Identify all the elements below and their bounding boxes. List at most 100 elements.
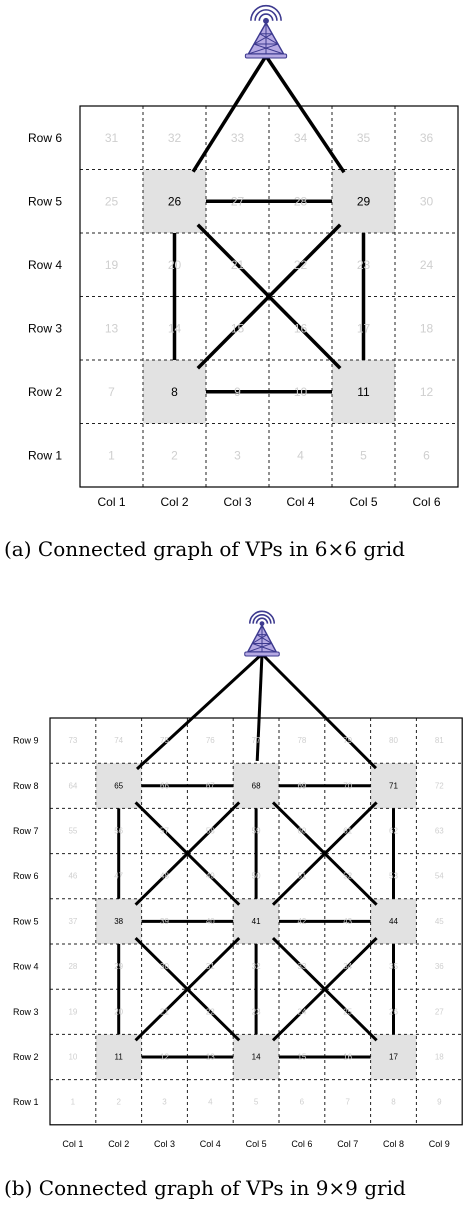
cell-number: 27 bbox=[435, 1007, 444, 1016]
cell-number: 32 bbox=[252, 962, 261, 971]
cell-number: 40 bbox=[206, 917, 215, 926]
tower-link bbox=[135, 652, 264, 771]
cell-number: 4 bbox=[297, 448, 304, 462]
row-label: Row 6 bbox=[13, 871, 39, 881]
cell-number: 23 bbox=[357, 258, 371, 272]
tower-strut-icon bbox=[253, 33, 273, 45]
col-label: Col 1 bbox=[62, 1139, 83, 1149]
col-label: Col 6 bbox=[291, 1139, 312, 1149]
cell-number: 39 bbox=[160, 917, 169, 926]
cell-number: 31 bbox=[206, 962, 215, 971]
cell-number: 63 bbox=[435, 827, 444, 836]
cell-number: 50 bbox=[252, 872, 261, 881]
cell-number: 70 bbox=[343, 781, 352, 790]
cell-number: 26 bbox=[389, 1007, 398, 1016]
cell-number: 2 bbox=[116, 1098, 121, 1107]
antenna-dot-icon bbox=[259, 621, 265, 626]
col-label: Col 3 bbox=[223, 495, 251, 509]
tower-strut-icon bbox=[252, 634, 268, 644]
tower-base-icon bbox=[244, 53, 288, 59]
col-label: Col 9 bbox=[429, 1139, 450, 1149]
cell-number: 7 bbox=[108, 385, 115, 399]
cell-number: 74 bbox=[114, 736, 123, 745]
cell-number: 3 bbox=[162, 1098, 167, 1107]
antenna-dot-icon bbox=[263, 17, 269, 24]
vp-number: 11 bbox=[357, 385, 370, 399]
signal-wave-icon bbox=[254, 9, 278, 21]
tower-strut-icon bbox=[253, 43, 284, 55]
cell-number: 51 bbox=[297, 872, 306, 881]
tower-strut-icon bbox=[252, 642, 277, 653]
grid-border bbox=[79, 105, 459, 488]
cell-number: 1 bbox=[108, 448, 115, 462]
cell-number: 20 bbox=[114, 1007, 123, 1016]
cell-number: 28 bbox=[294, 194, 308, 208]
tower-strut-icon bbox=[259, 22, 267, 35]
cell-number: 6 bbox=[423, 448, 430, 462]
cell-number: 15 bbox=[231, 321, 245, 335]
tower-strut-icon bbox=[259, 33, 279, 45]
cell-number: 75 bbox=[160, 736, 169, 745]
cell-number: 13 bbox=[105, 321, 119, 335]
row-label: Row 8 bbox=[13, 781, 39, 791]
cell-number: 4 bbox=[208, 1098, 213, 1107]
row-label: Row 3 bbox=[28, 321, 62, 335]
cell-number: 8 bbox=[391, 1098, 396, 1107]
cell-number: 33 bbox=[297, 962, 306, 971]
cell-number: 52 bbox=[343, 872, 352, 881]
vp-edge bbox=[196, 223, 342, 370]
cell-number: 30 bbox=[160, 962, 169, 971]
vp-edge bbox=[271, 801, 378, 906]
row-label: Row 2 bbox=[13, 1052, 39, 1062]
cell-number: 43 bbox=[343, 917, 352, 926]
col-label: Col 7 bbox=[337, 1139, 358, 1149]
row-label: Row 5 bbox=[13, 916, 39, 926]
tower-link bbox=[255, 653, 264, 762]
vp-number: 38 bbox=[114, 917, 123, 926]
cell-number: 69 bbox=[297, 781, 306, 790]
cell-number: 76 bbox=[206, 736, 215, 745]
signal-wave-icon bbox=[255, 617, 269, 624]
tower-strut-icon bbox=[261, 625, 268, 635]
row-label: Row 4 bbox=[13, 962, 39, 972]
cell-number: 19 bbox=[68, 1007, 77, 1016]
vp-cell bbox=[332, 360, 395, 424]
tower-base-icon bbox=[244, 651, 280, 657]
signal-wave-icon bbox=[248, 610, 276, 624]
vp-number: 26 bbox=[168, 194, 182, 208]
tower-strut-icon bbox=[248, 43, 279, 55]
cell-number: 25 bbox=[105, 194, 119, 208]
cell-number: 35 bbox=[357, 131, 371, 145]
cell-number: 9 bbox=[234, 385, 241, 399]
cell-number: 30 bbox=[420, 194, 434, 208]
cell-number: 80 bbox=[389, 736, 398, 745]
cell-number: 9 bbox=[437, 1098, 442, 1107]
row-label: Row 7 bbox=[13, 826, 39, 836]
tower-link bbox=[260, 652, 378, 770]
cell-number: 12 bbox=[420, 385, 434, 399]
vp-cell bbox=[143, 360, 206, 424]
col-label: Col 2 bbox=[108, 1139, 129, 1149]
row-label: Row 9 bbox=[13, 736, 39, 746]
cell-number: 20 bbox=[168, 258, 182, 272]
cell-number: 79 bbox=[343, 736, 352, 745]
cell-number: 32 bbox=[168, 131, 182, 145]
row-label: Row 1 bbox=[28, 448, 62, 462]
cell-number: 36 bbox=[435, 962, 444, 971]
cell-number: 57 bbox=[160, 827, 169, 836]
cell-number: 12 bbox=[160, 1053, 169, 1062]
antenna-tower-icon bbox=[244, 610, 280, 657]
cell-number: 59 bbox=[252, 827, 261, 836]
cell-number: 6 bbox=[300, 1098, 305, 1107]
cell-number: 78 bbox=[297, 736, 306, 745]
cell-number: 34 bbox=[343, 962, 352, 971]
cell-number: 37 bbox=[68, 917, 77, 926]
cell-number: 67 bbox=[206, 781, 215, 790]
cell-number: 22 bbox=[294, 258, 308, 272]
cell-number: 54 bbox=[435, 872, 444, 881]
cell-number: 27 bbox=[231, 194, 245, 208]
col-label: Col 4 bbox=[200, 1139, 221, 1149]
